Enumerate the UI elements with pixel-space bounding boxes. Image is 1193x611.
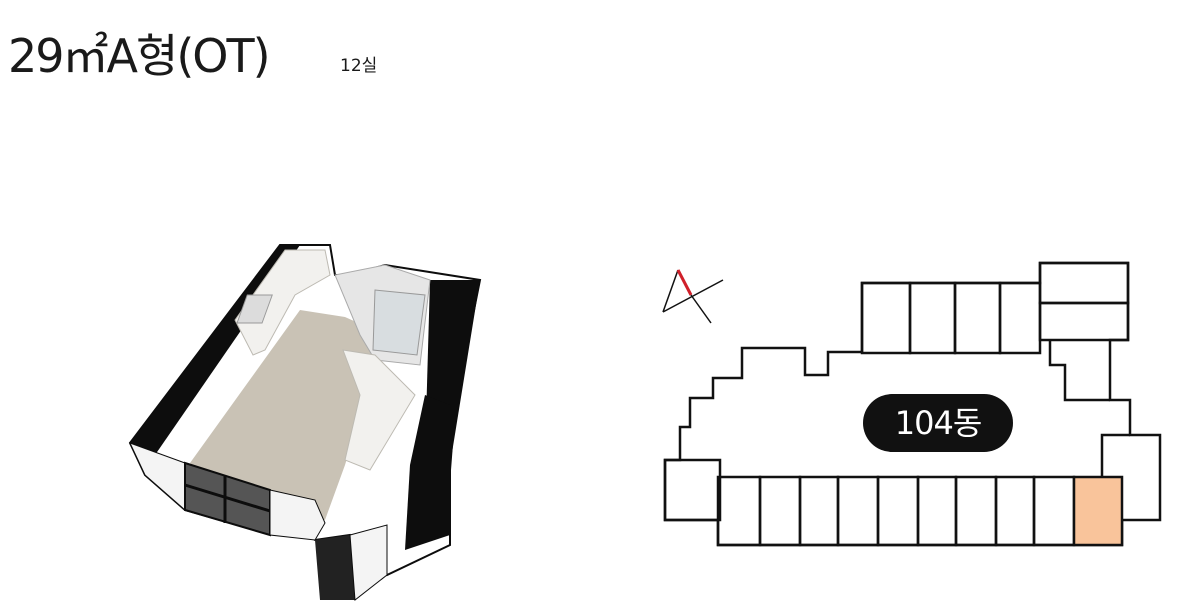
top-units: [860, 261, 1130, 402]
washing-machine: [236, 294, 273, 324]
highlighted-unit: [1072, 475, 1124, 547]
shower-glass: [372, 289, 426, 356]
floor: [190, 310, 385, 520]
left-end-unit: [663, 458, 722, 522]
right-lower-wall: [405, 395, 450, 550]
entrance: [315, 535, 355, 600]
unit-count: 12실: [340, 56, 378, 76]
bottom-units: [716, 475, 1076, 547]
north-arrow-icon: [662, 269, 724, 324]
front-wall: [269, 489, 326, 541]
page-title: 29㎡A형(OT): [8, 29, 271, 83]
right-front-wall: [349, 524, 388, 601]
right-end-unit: [1100, 433, 1130, 477]
wardrobe: [342, 349, 416, 471]
building-label: 104동: [863, 394, 1013, 452]
floor-plan-image: [128, 244, 482, 601]
kitchen-cabinet: [234, 249, 331, 356]
